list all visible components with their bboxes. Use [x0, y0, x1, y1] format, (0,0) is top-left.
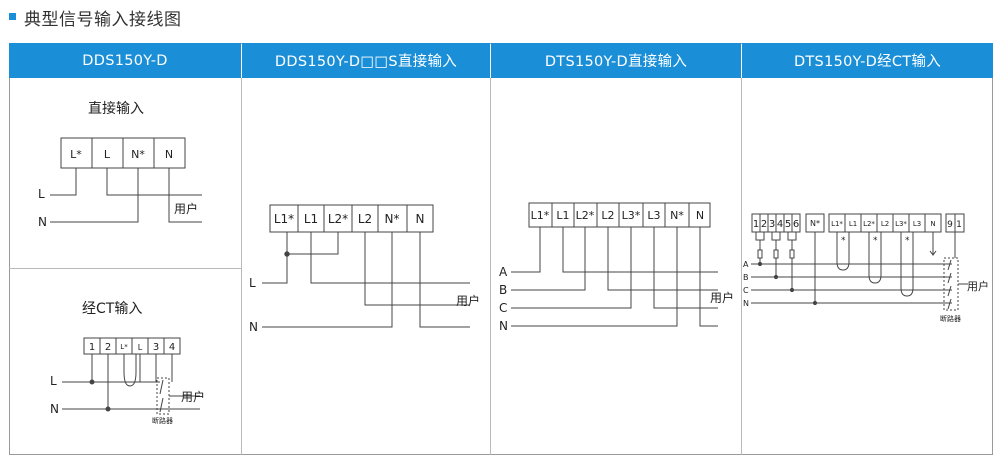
user-label: 用户	[456, 293, 480, 308]
line-label-C: C	[743, 286, 749, 295]
breaker-label: 断路器	[152, 416, 173, 425]
header-dds150y-d: DDS150Y-D	[9, 43, 241, 78]
panel2-diagram: L1* L1 L2* L2 N* N L N 用户	[249, 204, 480, 334]
terminal-label: L1*	[831, 220, 843, 228]
line-label-N: N	[50, 402, 59, 416]
column-divider	[241, 78, 242, 455]
terminal-label: L	[104, 148, 111, 161]
terminal-label: N*	[131, 148, 145, 161]
terminal-label: L3	[913, 220, 921, 228]
user-label: 用户	[174, 201, 198, 216]
terminal-label: 1	[89, 342, 95, 353]
star-icon: *	[873, 236, 878, 246]
line-label-A: A	[499, 265, 508, 279]
terminal-label: N	[930, 220, 935, 228]
panel4-diagram: 1 2 3 4 5 6 N* L1* L1 L2* L2 L3* L3 N 9 …	[743, 213, 989, 323]
line-label-A: A	[743, 260, 749, 269]
user-label: 用户	[710, 290, 734, 305]
terminal-label: L2	[358, 212, 372, 226]
column-divider	[741, 78, 742, 455]
line-label-B: B	[743, 273, 749, 282]
terminal-label: L1	[556, 209, 569, 222]
terminal-label: L1*	[274, 212, 294, 226]
panel1-subtitle-ct: 经CT输入	[82, 301, 143, 317]
line-label-N: N	[743, 299, 749, 308]
terminal-label: L2*	[576, 209, 595, 222]
terminal-label: N	[416, 212, 425, 226]
terminal-label: N*	[810, 219, 820, 228]
line-label-C: C	[499, 301, 507, 315]
terminal-block	[828, 213, 942, 233]
star-icon: *	[905, 236, 910, 246]
user-label: 用户	[181, 389, 205, 404]
page-title: 典型信号输入接线图	[24, 10, 182, 30]
row-divider	[9, 268, 241, 269]
terminal-label: N*	[385, 212, 400, 226]
line-label-L: L	[50, 374, 57, 388]
header-dts150y-d-direct: DTS150Y-D直接输入	[491, 43, 741, 78]
terminal-label: 4	[777, 219, 783, 230]
column-divider	[490, 78, 491, 455]
terminal-label: N*	[670, 209, 684, 222]
line-label-N: N	[499, 319, 508, 333]
terminal-label: 1	[956, 220, 962, 230]
panel1-subtitle-direct: 直接输入	[88, 101, 144, 117]
terminal-label: L	[138, 343, 143, 352]
terminal-label: L3	[647, 209, 660, 222]
page-title-bar: 典型信号输入接线图	[0, 0, 1000, 34]
terminal-label: L2	[601, 209, 614, 222]
terminal-label: L3*	[622, 209, 641, 222]
terminal-label: N	[696, 209, 704, 222]
terminal-label: 2	[761, 219, 767, 230]
terminal-label: 3	[153, 342, 159, 353]
user-label: 用户	[967, 279, 989, 293]
terminal-label: L*	[70, 148, 82, 161]
header-dts150y-d-ct: DTS150Y-D经CT输入	[742, 43, 993, 78]
terminal-label: L2*	[328, 212, 348, 226]
terminal-label: 3	[769, 219, 775, 230]
terminal-label: L1	[304, 212, 318, 226]
terminal-label: 1	[753, 219, 759, 230]
terminal-label: L1*	[531, 209, 550, 222]
terminal-label: N	[165, 148, 173, 161]
star-icon: *	[841, 236, 846, 246]
breaker-label: 断路器	[940, 314, 961, 323]
terminal-label: 6	[793, 219, 799, 230]
terminal-label: 2	[105, 342, 111, 353]
line-label-N: N	[249, 320, 258, 334]
line-label-L: L	[38, 187, 45, 201]
terminal-label: L*	[120, 343, 128, 351]
terminal-label: L2*	[863, 220, 875, 228]
terminal-label: L3*	[895, 220, 907, 228]
panel1-ct-diagram: 1 2 L* L 3 4 L N 用户 断路器	[50, 337, 205, 425]
line-label-N: N	[38, 215, 47, 229]
panel3-diagram: L1* L1 L2* L2 L3* L3 N* N A B C N 用户	[499, 202, 734, 333]
terminal-label: 4	[169, 342, 175, 353]
line-label-B: B	[499, 283, 507, 297]
line-label-L: L	[249, 276, 256, 290]
terminal-label: L1	[849, 220, 857, 228]
terminal-label: 9	[947, 220, 953, 230]
panel1-direct-diagram: L* L N* N L N 用户	[38, 137, 202, 229]
terminal-label: 5	[785, 219, 791, 230]
title-marker-icon	[9, 13, 16, 20]
header-dds150y-d-s-direct: DDS150Y-D□□S直接输入	[242, 43, 490, 78]
terminal-label: L2	[881, 220, 889, 228]
